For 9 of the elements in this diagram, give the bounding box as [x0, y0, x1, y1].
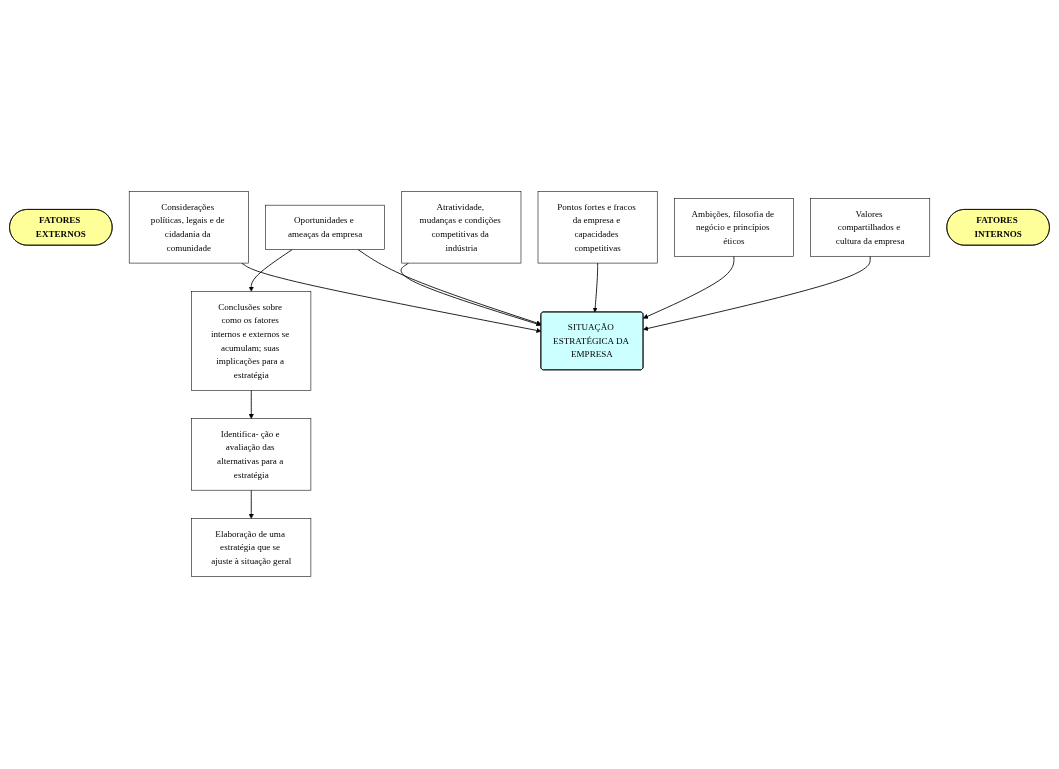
node-box: Conclusões sobre como os fatores internos e externos se acumulam; suas implicações para a estratégia	[191, 291, 312, 392]
node-box: Oportunidades e ameaças da empresa	[265, 205, 385, 251]
node-box: Elaboração de uma estratégia que se ajuste à situação geral	[191, 518, 312, 578]
node-box: Ambições, filosofia de negócio e princípios éticos	[674, 198, 794, 258]
node-box: Considerações políticas, legais e de cidadania da comunidade	[128, 191, 249, 264]
node-box: Identifica- ção e avaliação das alternativas para a estratégia	[191, 418, 312, 491]
node-box: Pontos fortes e fracos da empresa e capacidades competitivas	[537, 191, 658, 264]
node-box: Atratividade, mudanças e condições competitivas da indústria	[401, 191, 522, 264]
node-box: Valores compartilhados e cultura da empresa	[810, 198, 931, 258]
